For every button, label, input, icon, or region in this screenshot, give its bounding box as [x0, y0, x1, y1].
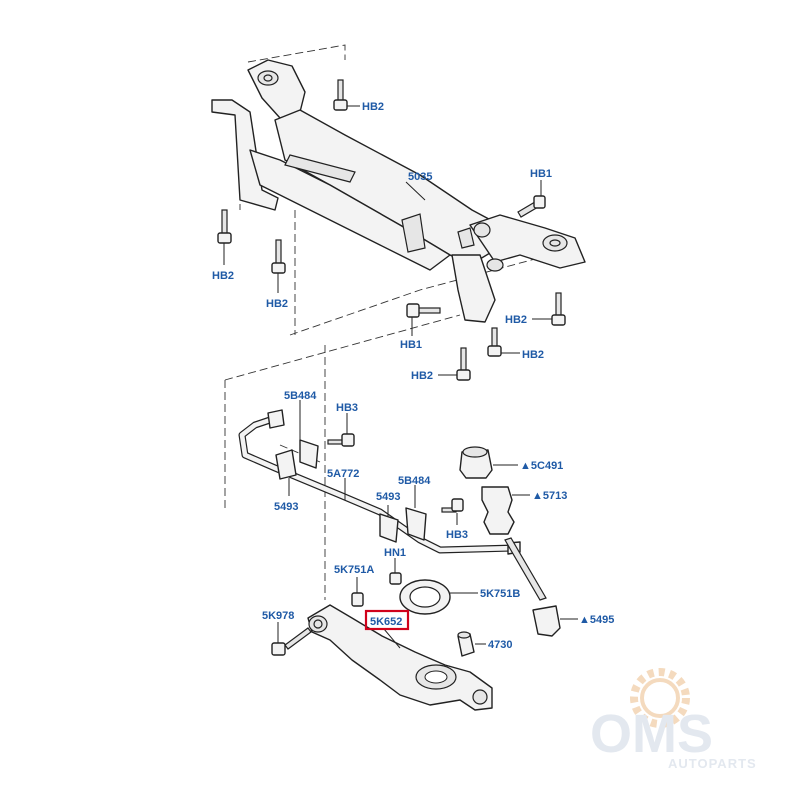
- label-5493-a: 5493: [376, 491, 400, 503]
- label-hb1-right: HB1: [530, 168, 552, 180]
- stabilizer-bar: [238, 409, 521, 555]
- label-hb2-rlow: HB2: [522, 349, 544, 361]
- label-5k652: 5K652: [370, 616, 402, 628]
- label-hb1-mid: HB1: [400, 339, 422, 351]
- label-hb2-bottom: HB2: [411, 370, 433, 382]
- label-5k751a: 5K751A: [334, 564, 374, 576]
- label-5035: 5035: [408, 171, 432, 183]
- bump-stop-and-mount: [459, 446, 561, 637]
- label-5493-b: 5493: [274, 501, 298, 513]
- label-5495: ▲5495: [579, 614, 614, 626]
- label-5k751b: 5K751B: [480, 588, 520, 600]
- label-5b484-b: 5B484: [398, 475, 431, 487]
- leader-lines: [223, 105, 578, 649]
- label-hb2-rmid: HB2: [505, 314, 527, 326]
- label-5713: ▲5713: [532, 490, 567, 502]
- watermark-brand: OMS: [590, 704, 713, 764]
- label-hn1: HN1: [384, 547, 406, 559]
- lower-control-arm: [307, 604, 493, 711]
- label-hb3-a: HB3: [336, 402, 358, 414]
- label-4730: 4730: [488, 639, 512, 651]
- label-5b484-a: 5B484: [284, 390, 317, 402]
- callout-labels: 5035 HB2 HB1 HB2 HB2 HB1 HB2 HB2 HB2 5B4…: [212, 101, 614, 651]
- label-5c491: ▲5C491: [520, 460, 563, 472]
- spring-isolator: [351, 579, 451, 615]
- label-hb2-left2: HB2: [266, 298, 288, 310]
- label-5k978: 5K978: [262, 610, 294, 622]
- gear-icon: [630, 668, 690, 728]
- label-hb3-b: HB3: [446, 529, 468, 541]
- dust-cap: [457, 631, 475, 657]
- label-hb2-top: HB2: [362, 101, 384, 113]
- watermark-sub: AUTOPARTS: [668, 756, 757, 771]
- subframe-crossmember: [211, 59, 586, 323]
- part-highlight-box: [364, 609, 410, 631]
- label-hb2-left1: HB2: [212, 270, 234, 282]
- watermark-logo: OMS AUTOPARTS: [590, 668, 757, 771]
- label-5a772: 5A772: [327, 468, 359, 480]
